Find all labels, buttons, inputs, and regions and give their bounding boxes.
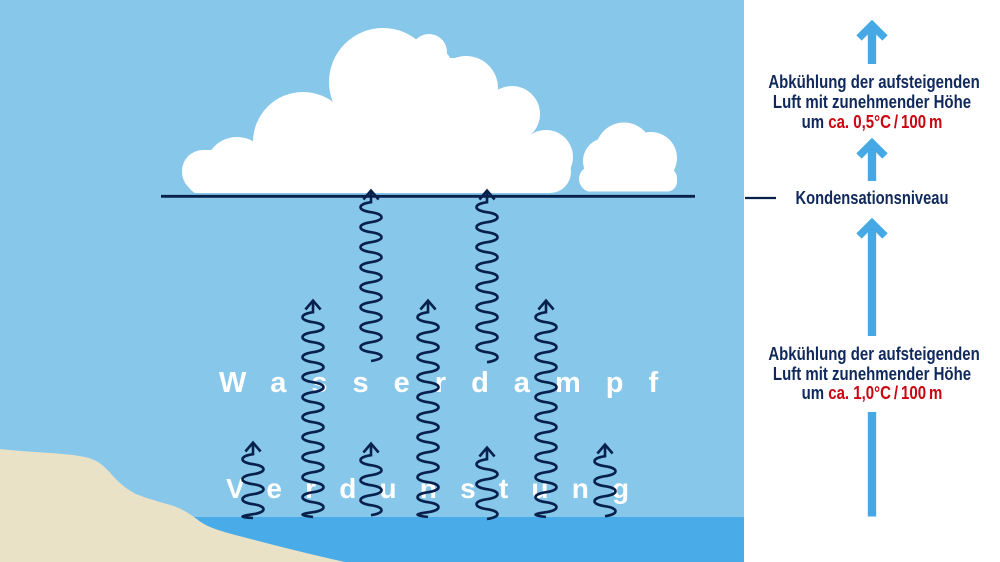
cooling-note-upper-line1: Abkühlung der aufsteigenden	[768, 71, 980, 93]
cooling-note-lower-line3: um ca. 1,0°C / 100 m	[768, 383, 975, 403]
verdunstung-label: Verdunstung	[226, 473, 653, 504]
cooling-note-upper-prefix: um	[801, 110, 829, 132]
vapor-arrow-short	[475, 445, 499, 521]
beach-sand	[0, 449, 345, 562]
cumulus-cloud	[182, 28, 573, 193]
sky-panel: Wasserdampf Verdunstung	[0, 0, 744, 562]
cooling-note-lower-line1: Abkühlung der aufsteigenden	[768, 343, 980, 364]
cooling-note-lower-prefix: um	[801, 382, 829, 404]
vapor-arrows	[241, 188, 617, 521]
vapor-arrow-medium	[534, 298, 558, 519]
cooling-note-lower-line2: Luft mit zunehmender Höhe	[772, 362, 972, 384]
ascent-arrow	[856, 137, 888, 181]
vapor-arrow-medium	[301, 298, 325, 519]
vapor-arrow-long	[359, 188, 383, 363]
cooling-rate-upper: ca. 0,5°C / 100 m	[828, 110, 943, 132]
condensation-level-label: Kondensationsniveau	[795, 186, 949, 208]
vapor-arrow-long	[475, 188, 499, 364]
cooling-note-upper-line2: Luft mit zunehmender Höhe	[772, 91, 972, 113]
cooling-note-lower: Abkühlung der aufsteigenden Luft mit zun…	[768, 336, 980, 413]
cooling-rate-lower: ca. 1,0°C / 100 m	[828, 382, 943, 404]
cooling-note-upper-line3: um ca. 0,5°C / 100 m	[768, 110, 975, 132]
vapor-arrow-medium	[416, 298, 440, 519]
vapor-arrow-short	[241, 440, 265, 520]
vapor-arrow-short	[593, 442, 617, 518]
vapor-arrows-layer	[241, 188, 617, 521]
wasserdampf-label: Wasserdampf	[219, 367, 684, 399]
annotation-panel: Abkühlung der aufsteigenden Luft mit zun…	[744, 0, 1000, 562]
ascent-arrow	[856, 19, 888, 64]
small-cloud	[579, 122, 677, 192]
cooling-note-upper: Abkühlung der aufsteigenden Luft mit zun…	[768, 70, 980, 135]
vapor-arrow-short	[359, 441, 383, 517]
scene-graphics	[0, 28, 744, 562]
